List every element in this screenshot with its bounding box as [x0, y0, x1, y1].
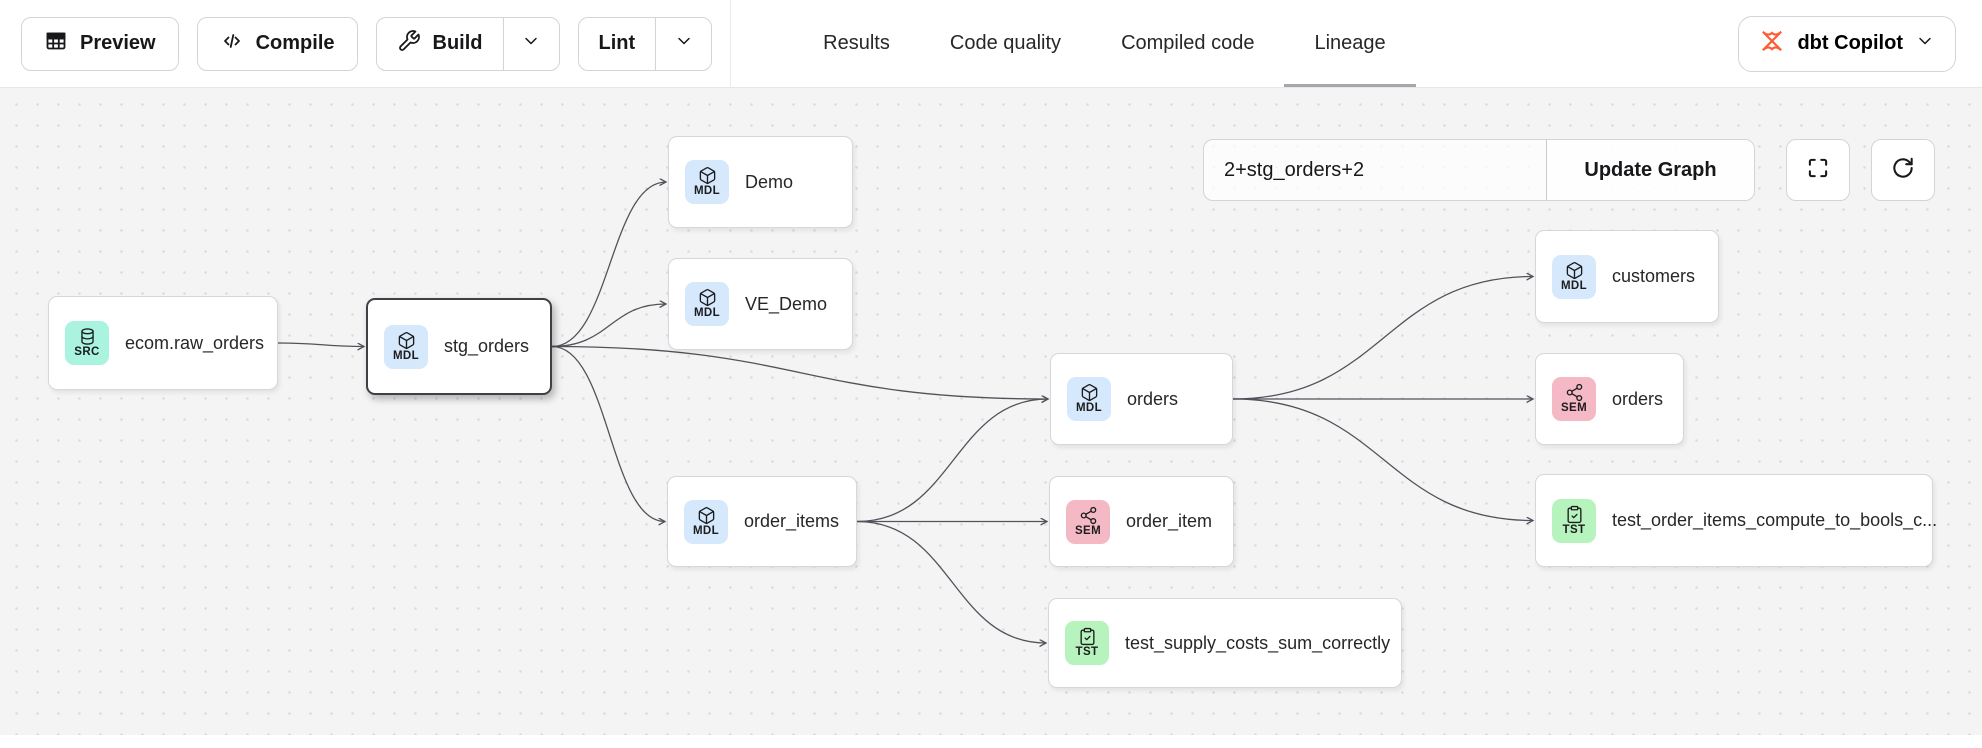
graph-node-orders_mdl[interactable]: MDL orders	[1050, 353, 1233, 445]
toolbar-divider	[730, 0, 732, 88]
tab-lineage-label: Lineage	[1314, 32, 1386, 54]
node-type-badge: SEM	[1074, 524, 1102, 537]
fullscreen-icon	[1805, 155, 1831, 186]
cube-icon: MDL	[685, 160, 729, 204]
code-icon	[220, 29, 244, 59]
cube-icon: MDL	[684, 499, 728, 544]
bottom-strip	[0, 735, 1982, 748]
tab-compiled-code[interactable]: Compiled code	[1091, 0, 1284, 87]
graph-node-test_order_items[interactable]: TST test_order_items_compute_to_bools_c..…	[1535, 474, 1937, 567]
compile-button-label: Compile	[255, 32, 335, 54]
edge-order_items-to-orders_mdl	[856, 399, 1048, 523]
lineage-selector-group: Update Graph	[1203, 139, 1755, 201]
graph-node-stg_orders[interactable]: MDL stg_orders	[366, 298, 552, 395]
node-type-badge: MDL	[692, 524, 720, 537]
graph-node-customers[interactable]: MDL customers	[1535, 230, 1719, 323]
chevron-down-icon	[674, 31, 694, 56]
lint-dropdown-button[interactable]	[655, 17, 711, 70]
lineage-selector-input[interactable]	[1204, 140, 1546, 200]
tab-results-label: Results	[823, 32, 890, 54]
fullscreen-button[interactable]	[1786, 139, 1850, 201]
share-network-icon: SEM	[1552, 377, 1596, 421]
preview-button-label: Preview	[80, 32, 156, 54]
tab-results[interactable]: Results	[793, 0, 920, 87]
graph-node-orders_sem[interactable]: SEM orders	[1535, 353, 1684, 445]
lint-button-label: Lint	[598, 32, 636, 54]
node-type-badge: MDL	[693, 185, 721, 198]
database-icon: SRC	[65, 321, 109, 365]
table-icon	[44, 29, 68, 59]
node-type-badge: MDL	[1560, 279, 1588, 292]
edge-orders_mdl-to-test_order_items	[1232, 398, 1533, 521]
cube-icon: MDL	[685, 282, 729, 326]
node-type-badge: TST	[1075, 646, 1099, 659]
toolbar: Preview Compile Build	[0, 0, 1982, 88]
lint-button[interactable]: Lint	[579, 18, 656, 70]
build-button[interactable]: Build	[377, 18, 503, 70]
tab-code-quality[interactable]: Code quality	[920, 0, 1091, 87]
build-split-button: Build	[375, 16, 560, 71]
node-label: order_item	[1126, 511, 1213, 531]
graph-node-ecom_raw_orders[interactable]: SRC ecom.raw_orders	[48, 296, 278, 390]
tab-code-quality-label: Code quality	[949, 32, 1062, 54]
node-label: orders	[1127, 388, 1179, 409]
dbt-copilot-label: dbt Copilot	[1797, 32, 1903, 54]
cube-icon: MDL	[384, 324, 428, 369]
graph-node-order_items[interactable]: MDL order_items	[667, 476, 857, 567]
graph-node-demo[interactable]: MDL Demo	[668, 136, 853, 228]
edge-orders_mdl-to-customers	[1232, 277, 1533, 400]
node-label: stg_orders	[444, 336, 530, 356]
build-button-label: Build	[432, 32, 483, 54]
update-graph-label: Update Graph	[1584, 158, 1717, 181]
dbt-copilot-button[interactable]: dbt Copilot	[1738, 15, 1956, 72]
edge-stg_orders-to-order_items	[551, 345, 665, 522]
build-dropdown-button[interactable]	[502, 17, 559, 70]
node-label: order_items	[744, 511, 840, 531]
graph-node-order_item_sem[interactable]: SEM order_item	[1049, 476, 1234, 567]
dbt-copilot-icon	[1759, 28, 1785, 60]
graph-node-test_supply[interactable]: TST test_supply_costs_sum_correctly	[1048, 598, 1402, 688]
node-type-badge: MDL	[392, 349, 420, 362]
refresh-icon	[1890, 155, 1916, 186]
refresh-button[interactable]	[1871, 139, 1935, 201]
result-tabs: Results Code quality Compiled code Linea…	[793, 0, 1416, 87]
node-type-badge: MDL	[1075, 402, 1103, 415]
toolbar-button-cluster: Preview Compile Build	[0, 0, 713, 87]
graph-node-ve_demo[interactable]: MDL VE_Demo	[668, 258, 853, 350]
cube-icon: MDL	[1067, 377, 1111, 421]
edge-stg_orders-to-ve_demo	[551, 304, 666, 348]
node-label: Demo	[745, 171, 794, 192]
tab-compiled-code-label: Compiled code	[1121, 32, 1255, 54]
node-label: VE_Demo	[745, 293, 828, 314]
share-network-icon: SEM	[1066, 499, 1110, 544]
node-label: orders	[1612, 388, 1664, 409]
update-graph-button[interactable]: Update Graph	[1546, 140, 1754, 200]
lint-split-button: Lint	[577, 16, 713, 71]
cube-icon: MDL	[1552, 254, 1596, 299]
node-label: test_supply_costs_sum_correctly	[1125, 632, 1391, 653]
chevron-down-icon	[521, 31, 541, 56]
tab-lineage[interactable]: Lineage	[1284, 0, 1416, 87]
edge-ecom_raw_orders-to-stg_orders	[277, 342, 364, 347]
node-type-badge: SRC	[74, 346, 100, 359]
edge-order_items-to-test_supply	[856, 520, 1046, 644]
node-label: test_order_items_compute_to_bools_c...	[1612, 510, 1938, 530]
edge-stg_orders-to-demo	[551, 182, 666, 348]
edge-stg_orders-to-orders_mdl	[551, 345, 1048, 400]
clipboard-check-icon: TST	[1552, 498, 1596, 543]
clipboard-check-icon: TST	[1065, 621, 1109, 665]
node-type-badge: MDL	[693, 307, 721, 320]
node-type-badge: SEM	[1560, 402, 1588, 415]
node-type-badge: TST	[1562, 523, 1586, 536]
node-label: ecom.raw_orders	[125, 332, 265, 353]
compile-button[interactable]: Compile	[196, 16, 358, 71]
node-label: customers	[1612, 266, 1696, 286]
preview-button[interactable]: Preview	[21, 16, 179, 71]
chevron-down-icon	[1915, 31, 1935, 57]
wrench-icon	[397, 29, 421, 59]
